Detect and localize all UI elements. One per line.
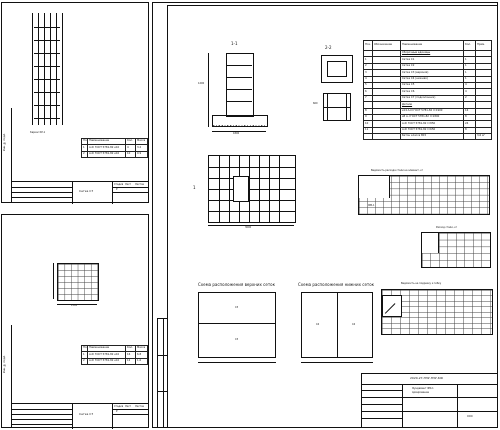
stamp-sub: Армирование — [412, 391, 429, 394]
dim-d2: 1800 — [233, 132, 240, 135]
section-label: 1-1 — [231, 41, 238, 46]
stamp-code: 2020-27-ПЗУ-ПЗУ-КЖ — [410, 376, 444, 380]
sheet-title: Сетка С7 — [79, 189, 94, 193]
scheme-bottom: С4 С4 — [301, 292, 373, 358]
scheme-top: С3 С3 — [198, 292, 276, 358]
stage-label: Стадия — [114, 404, 124, 408]
stamp-title: Фундамент ФМ-1 — [412, 387, 434, 390]
binding-strip — [157, 318, 168, 428]
plan-view — [208, 155, 296, 223]
scheme-bottom-title: Схема расположения нижних сеток — [298, 282, 375, 287]
sheet-left-bottom: Инв. № подл. 1500 Поз. Наименование Кол.… — [1, 214, 149, 429]
dim-total: 3000 — [245, 226, 252, 229]
sketch-label: Каркас КР-1 — [30, 131, 46, 134]
sheet-label: Лист — [125, 404, 132, 408]
steel-table-title: Ведомость расхода стали на элемент, кг — [371, 169, 423, 172]
sheet-main: 1-1 1200 1800 2-2 600 Поз. Обозначение Н… — [152, 2, 498, 428]
table-row: 2 A-III ГОСТ 5781-82 ⌀10 12 1.6 — [81, 357, 148, 366]
mesh-sketch — [57, 263, 99, 301]
dim-h2: 600 — [313, 102, 318, 105]
binding-label: Инв. № подл. — [3, 355, 6, 374]
stage-label: Стадия — [114, 182, 124, 186]
left-bottom-spec-table: Поз. Наименование Кол. Масса 1 A-III ГОС… — [81, 344, 148, 366]
dim-h: 1200 — [198, 82, 205, 85]
sheet-left-top: Инв. № подл. Каркас КР-1 Поз. Наименован… — [1, 2, 149, 204]
section-1-1 — [208, 53, 268, 133]
cage-sketch — [32, 13, 64, 131]
binding-label: Инв. № подл. — [3, 133, 6, 152]
section2-label: 2-2 — [325, 45, 332, 50]
main-title-block: 2020-27-ПЗУ-ПЗУ-КЖ Фундамент ФМ-1 Армиро… — [361, 373, 497, 427]
left-bottom-title-block: Сетка С7 Стадия Лист Листов Р — [12, 403, 149, 429]
sheet-title: Сетка С7 — [79, 412, 94, 416]
stage-value: Р — [116, 187, 118, 191]
scheme-top-title: Схема расположения верхних сеток — [198, 282, 276, 287]
left-top-spec-table: Поз. Наименование Кол. Масса 1 A-III ГОС… — [81, 137, 148, 159]
stamp-org: ООО — [467, 415, 473, 418]
binding-strip — [2, 325, 12, 427]
stage-value: Р — [116, 409, 118, 413]
plan-label: 1 — [193, 185, 196, 190]
left-top-title-block: Сетка С7 Стадия Лист Листов Р — [12, 181, 149, 204]
note-title: Ведомость на подрезку и гибку — [401, 282, 442, 285]
table-row: 1 A-III ГОСТ 5781-82 ⌀10 16 6.8 — [81, 351, 148, 359]
detail-elevation — [323, 93, 351, 121]
binding-strip — [2, 108, 12, 202]
table-row: 2 A-III ГОСТ 5781-82 ⌀10 10 0.9 — [81, 150, 148, 159]
sheets-label: Листов — [135, 404, 144, 408]
inner-frame — [167, 5, 498, 428]
sheet-label: Лист — [125, 182, 132, 186]
mesh-dim: 1500 — [71, 304, 78, 307]
sheets-label: Листов — [135, 182, 144, 186]
main-spec-table: Поз. Обозначение Наименование Кол. Прим.… — [363, 40, 492, 141]
section-2-2 — [321, 55, 353, 83]
steel-table2-title: Расход стали, кг — [436, 226, 457, 229]
